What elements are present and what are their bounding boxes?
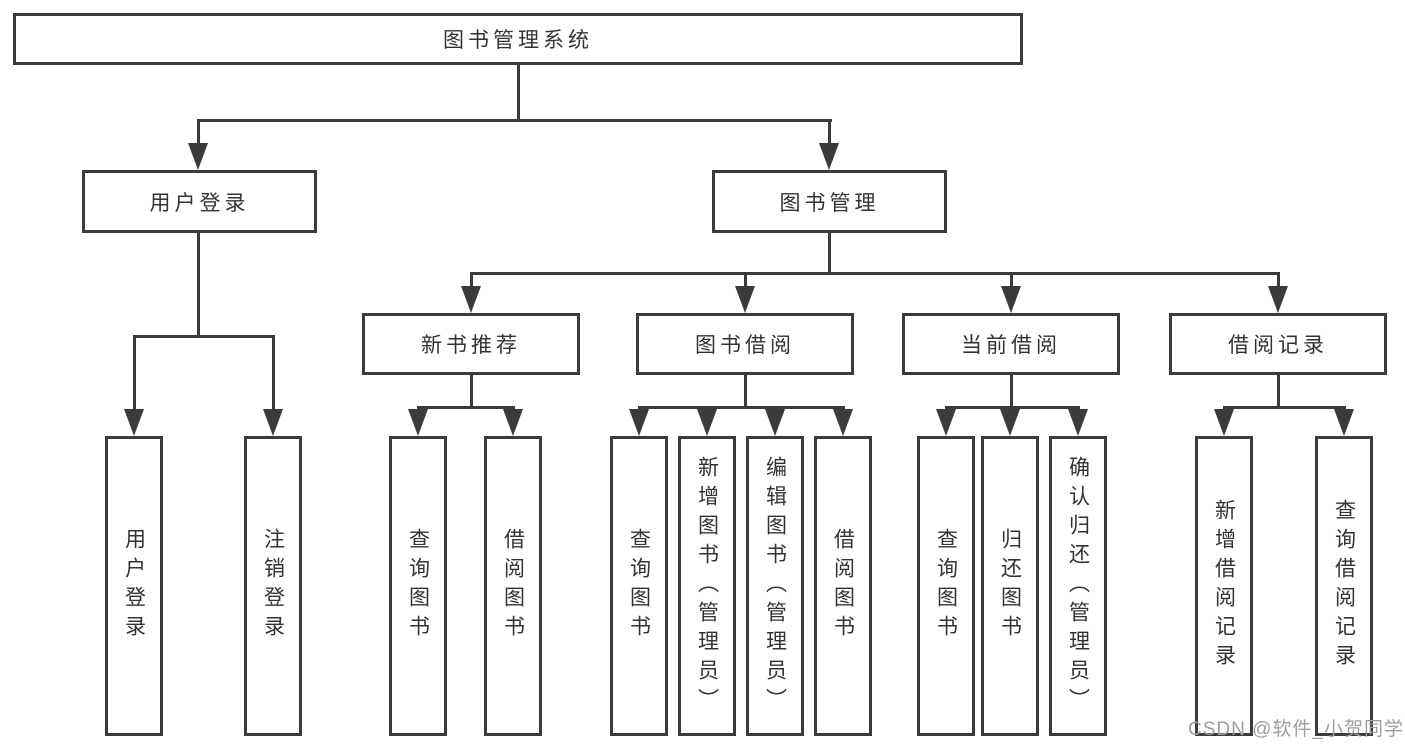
connector-level2-bus: [197, 119, 832, 122]
node-book-borrowing: 图书借阅: [636, 313, 854, 375]
connector-drop-leaf-logout: [272, 335, 275, 413]
arrow-down-borrowing-add: [697, 409, 717, 436]
connector-drop-book-management: [828, 119, 831, 147]
leaf-logout-label: 注销登录: [261, 528, 285, 644]
node-root: 图书管理系统: [13, 13, 1023, 65]
leaf-borrow-query-books: 查询图书: [610, 436, 668, 736]
arrow-down-book-borrowing: [735, 286, 755, 313]
arrow-down-borrowing-records: [1268, 286, 1288, 313]
arrow-down-book-management: [819, 143, 839, 170]
arrow-down-user-login: [188, 143, 208, 170]
leaf-borrow-borrow-books-label: 借阅图书: [831, 528, 855, 644]
arrow-down-current-confirm: [1068, 409, 1088, 436]
leaf-borrow-add-books-admin-label: 新增图书（管理员）: [695, 455, 719, 717]
arrow-down-leaf-logout: [263, 409, 283, 436]
connector-drop-borrowing-records: [1277, 272, 1280, 288]
connector-drop-book-borrowing: [744, 272, 747, 288]
connector-borrowing-bus: [638, 406, 845, 409]
node-current-borrowing: 当前借阅: [902, 313, 1120, 375]
arrow-down-borrowing-borrow: [833, 409, 853, 436]
leaf-borrow-edit-books-admin-label: 编辑图书（管理员）: [763, 455, 787, 717]
leaf-current-return-books: 归还图书: [981, 436, 1039, 736]
leaf-records-query-record: 查询借阅记录: [1315, 436, 1373, 736]
arrow-down-records-query: [1334, 409, 1354, 436]
connector-records-stem: [1277, 375, 1280, 409]
node-new-book-recommendation-label: 新书推荐: [421, 334, 521, 357]
arrow-down-new-book-recommendation: [461, 286, 481, 313]
connector-records-bus: [1223, 406, 1346, 409]
leaf-user-login: 用户登录: [105, 436, 163, 736]
arrow-down-borrowing-edit: [765, 409, 785, 436]
leaf-borrow-add-books-admin: 新增图书（管理员）: [678, 436, 736, 736]
connector-drop-leaf-user-login: [133, 335, 136, 413]
leaf-current-query-books-label: 查询图书: [934, 528, 958, 644]
arrow-down-recommend-query: [408, 409, 428, 436]
leaf-current-confirm-return-admin-label: 确认归还（管理员）: [1066, 455, 1090, 717]
connector-current-bus: [945, 406, 1080, 409]
arrow-down-current-return: [1000, 409, 1020, 436]
arrow-down-leaf-user-login: [124, 409, 144, 436]
node-user-login: 用户登录: [82, 170, 317, 233]
leaf-current-return-books-label: 归还图书: [998, 528, 1022, 644]
leaf-user-login-label: 用户登录: [122, 528, 146, 644]
connector-borrowing-stem: [744, 375, 747, 409]
connector-root-stem: [517, 65, 520, 122]
leaf-borrow-edit-books-admin: 编辑图书（管理员）: [746, 436, 804, 736]
leaf-recommend-query-books: 查询图书: [389, 436, 447, 736]
arrow-down-recommend-borrow: [503, 409, 523, 436]
node-current-borrowing-label: 当前借阅: [961, 334, 1061, 357]
connector-book-management-stem: [828, 233, 831, 275]
node-book-borrowing-label: 图书借阅: [695, 334, 795, 357]
connector-user-login-bus: [133, 335, 275, 338]
watermark: CSDN @软件_小贺同学: [1188, 719, 1404, 740]
connector-recommend-bus: [417, 406, 515, 409]
arrow-down-current-query: [936, 409, 956, 436]
node-user-login-label: 用户登录: [149, 191, 250, 215]
node-borrowing-records-label: 借阅记录: [1228, 334, 1328, 357]
arrow-down-records-add: [1214, 409, 1234, 436]
node-root-label: 图书管理系统: [443, 29, 593, 52]
node-book-management: 图书管理: [712, 170, 947, 233]
node-new-book-recommendation: 新书推荐: [362, 313, 580, 375]
connector-current-stem: [1010, 375, 1013, 409]
leaf-borrow-borrow-books: 借阅图书: [814, 436, 872, 736]
leaf-records-add-record: 新增借阅记录: [1195, 436, 1253, 736]
leaf-records-query-record-label: 查询借阅记录: [1332, 499, 1356, 673]
connector-drop-new-book-recommendation: [470, 272, 473, 288]
leaf-current-confirm-return-admin: 确认归还（管理员）: [1049, 436, 1107, 736]
connector-drop-current-borrowing: [1010, 272, 1013, 288]
connector-user-login-stem: [197, 233, 200, 338]
leaf-recommend-borrow-books-label: 借阅图书: [501, 528, 525, 644]
node-borrowing-records: 借阅记录: [1169, 313, 1387, 375]
node-book-management-label: 图书管理: [779, 191, 880, 215]
leaf-recommend-query-books-label: 查询图书: [406, 528, 430, 644]
arrow-down-borrowing-query: [629, 409, 649, 436]
arrow-down-current-borrowing: [1001, 286, 1021, 313]
leaf-logout: 注销登录: [244, 436, 302, 736]
leaf-recommend-borrow-books: 借阅图书: [484, 436, 542, 736]
connector-recommend-stem: [470, 375, 473, 409]
connector-level3-bus: [470, 272, 1280, 275]
leaf-records-add-record-label: 新增借阅记录: [1212, 499, 1236, 673]
connector-drop-user-login: [197, 119, 200, 147]
leaf-borrow-query-books-label: 查询图书: [627, 528, 651, 644]
leaf-current-query-books: 查询图书: [917, 436, 975, 736]
